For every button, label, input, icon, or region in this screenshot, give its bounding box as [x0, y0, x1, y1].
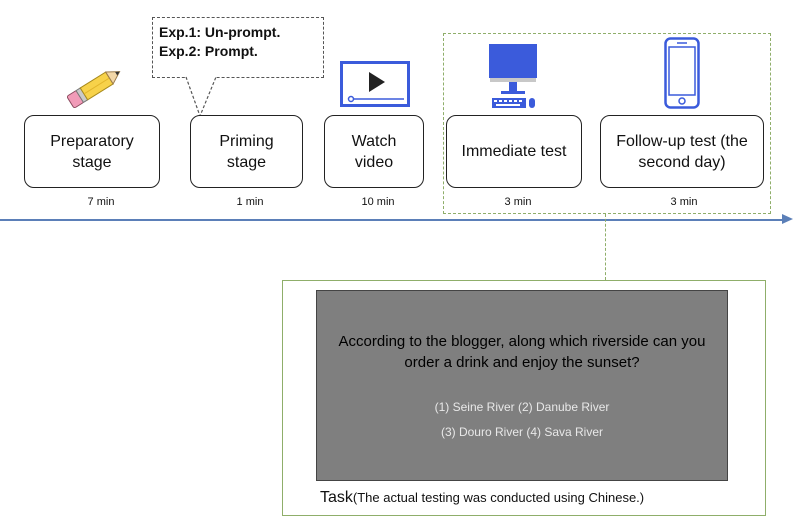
callout-line-1: Exp.1: Un-prompt. — [159, 24, 281, 40]
callout-line-2: Exp.2: Prompt. — [159, 43, 258, 59]
stage-label: Immediate test — [461, 143, 567, 160]
video-player-icon — [340, 61, 410, 107]
stage-immediate-test: Immediate test — [446, 115, 582, 188]
stage-label: Preparatory — [50, 132, 134, 150]
stage-priming: Priming stage — [190, 115, 303, 188]
task-label: Task — [320, 489, 353, 506]
question-line-1: According to the blogger, along which ri… — [338, 333, 706, 350]
task-frame — [282, 280, 766, 516]
stage-label: stage — [226, 153, 267, 171]
stage-watch-video: Watch video — [324, 115, 424, 188]
smartphone-icon — [664, 37, 700, 109]
desktop-computer-icon — [487, 42, 539, 112]
stage-label: stage — [72, 153, 112, 171]
task-question: According to the blogger, along which ri… — [317, 331, 727, 373]
timeline-arrowhead — [782, 214, 793, 224]
callout-pointer — [185, 76, 217, 118]
stage-follow-up-test: Follow-up test (the second day) — [600, 115, 764, 188]
prompt-callout: Exp.1: Un-prompt. Exp.2: Prompt. — [152, 17, 324, 78]
stage-label: Watch — [351, 132, 397, 150]
dashed-connector — [605, 214, 606, 280]
task-note: (The actual testing was conducted using … — [352, 490, 645, 505]
task-screen: According to the blogger, along which ri… — [316, 290, 728, 481]
test-phase-box — [443, 33, 771, 214]
timeline-axis — [0, 219, 786, 221]
answer-options-1: (1) Seine River (2) Danube River — [434, 400, 610, 414]
stage-label: Priming — [219, 132, 274, 150]
question-line-2: order a drink and enjoy the sunset? — [404, 354, 640, 371]
duration-label: 1 min — [236, 196, 264, 208]
answer-options-2: (3) Douro River (4) Sava River — [440, 425, 604, 439]
task-caption: Task(The actual testing was conducted us… — [320, 489, 644, 507]
pencil-icon — [60, 62, 130, 112]
duration-label: 3 min — [670, 196, 698, 208]
stage-label: Follow-up test (the — [616, 132, 748, 150]
duration-label: 7 min — [87, 196, 115, 208]
stage-label: second day) — [638, 153, 726, 171]
stage-label: video — [354, 153, 394, 171]
duration-label: 10 min — [361, 196, 395, 208]
duration-label: 3 min — [504, 196, 532, 208]
stage-preparatory: Preparatory stage — [24, 115, 160, 188]
